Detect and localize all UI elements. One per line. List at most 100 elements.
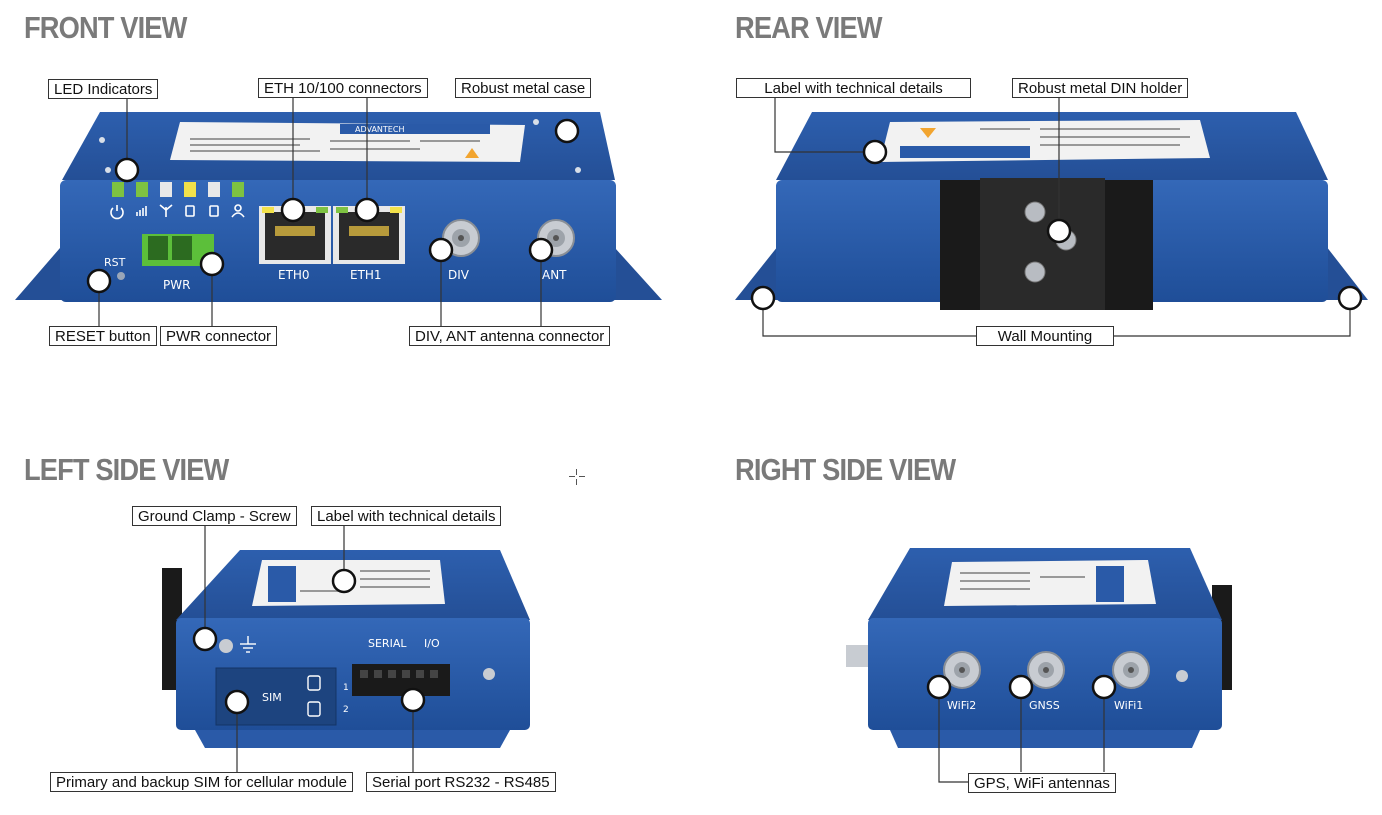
rear-markers: [750, 139, 1363, 311]
pwr-pin-1: [148, 236, 168, 260]
din-rail-left: [940, 180, 980, 310]
right-ground-stub: [846, 645, 868, 667]
sim1-icon: [185, 205, 195, 217]
eth1-marker: [354, 197, 380, 223]
eth1-label: ETH1: [350, 268, 382, 282]
wall-left-marker: [750, 285, 776, 311]
led-4: [184, 182, 196, 197]
led-row: [112, 182, 244, 197]
crosshair-cursor-icon: [569, 469, 585, 485]
wifi2-connector: [943, 651, 981, 689]
wifi2-marker: [926, 674, 952, 700]
pwr-label: PWR: [163, 278, 190, 292]
callout-reset-button: RESET button: [49, 326, 157, 346]
led-5: [208, 182, 220, 197]
div-marker: [428, 237, 454, 263]
sim2-slot-icon: [307, 701, 321, 717]
brand-text: ADVANTECH: [355, 125, 404, 134]
right-bottom-flange: [890, 730, 1200, 748]
right-top-label: [944, 560, 1156, 606]
rear-label-marker: [862, 139, 888, 165]
sim2-icon: [209, 205, 219, 217]
left-bottom-flange: [195, 730, 510, 748]
callout-robust-case: Robust metal case: [455, 78, 592, 98]
callout-eth-connectors: ETH 10/100 connectors: [258, 78, 428, 98]
left-label-lines: [300, 570, 430, 592]
div-label: DIV: [448, 268, 470, 282]
rear-device: [735, 112, 1368, 310]
right-label-lines: [960, 572, 1085, 590]
sim1-slot-icon: [307, 675, 321, 691]
front-view-title: FRONT VIEW: [24, 10, 187, 45]
left-markers: [192, 568, 426, 715]
slot-2-label: 2: [343, 705, 349, 715]
wifi2-label: WiFi2: [947, 699, 976, 712]
callout-rear-label: Label with technical details: [736, 78, 971, 98]
ground-marker: [192, 626, 218, 652]
ground-screw: [219, 639, 233, 653]
callout-serial-port: Serial port RS232 - RS485: [366, 772, 556, 792]
signal-icon: [136, 206, 147, 216]
left-brand-strip: [268, 566, 296, 602]
wifi1-label: WiFi1: [1114, 699, 1143, 712]
power-icon: [110, 207, 124, 220]
left-screw: [483, 668, 495, 680]
eth0-marker: [280, 197, 306, 223]
din-marker: [1046, 218, 1072, 244]
rear-view-title: REAR VIEW: [735, 10, 883, 45]
front-markers: [86, 118, 580, 294]
right-leader-lines: [938, 688, 1105, 783]
right-side-view-title: RIGHT SIDE VIEW: [735, 452, 956, 487]
callout-wall-mounting: Wall Mounting: [976, 326, 1114, 346]
reset-hole: [117, 272, 125, 280]
din-rail-right: [1105, 180, 1153, 310]
ant-label: ANT: [542, 268, 567, 282]
serial-pins: [360, 670, 438, 678]
wifi1-marker: [1091, 674, 1117, 700]
rear-warning-icon: [920, 128, 936, 138]
right-side-device: WiFi2 GNSS WiFi1: [846, 548, 1232, 748]
case-marker: [554, 118, 580, 144]
serial-port: [352, 664, 450, 696]
reset-marker: [86, 268, 112, 294]
wifi1-connector: [1112, 651, 1150, 689]
ground-icon: [240, 636, 256, 653]
rear-left-flange: [735, 246, 788, 300]
rear-leader-lines: [762, 98, 1351, 337]
gnss-marker: [1008, 674, 1034, 700]
led-3: [160, 182, 172, 197]
screw-holes: [99, 119, 581, 173]
left-flange: [15, 248, 70, 300]
callout-gps-wifi: GPS, WiFi antennas: [968, 773, 1116, 793]
led-marker: [114, 157, 140, 183]
left-side-view-title: LEFT SIDE VIEW: [24, 452, 229, 487]
rst-label: RST: [104, 256, 126, 269]
led-1: [112, 182, 124, 197]
led-6: [232, 182, 244, 197]
ant-marker: [528, 237, 554, 263]
rear-brand-strip: [900, 146, 1030, 158]
rear-label-lines: [980, 128, 1190, 146]
callout-ground-clamp: Ground Clamp - Screw: [132, 506, 297, 526]
pwr-marker: [199, 251, 225, 277]
gnss-connector: [1027, 651, 1065, 689]
slot-1-label: 1: [343, 683, 349, 693]
user-icon: [231, 204, 245, 218]
right-brand-strip: [1096, 566, 1124, 602]
antenna-icon: [159, 204, 173, 217]
label-text-lines: [190, 138, 480, 152]
callout-left-label: Label with technical details: [311, 506, 502, 526]
serial-label: SERIAL: [368, 637, 407, 650]
led-symbols: [110, 204, 245, 220]
io-label: I/O: [424, 637, 440, 650]
right-screw: [1176, 670, 1188, 682]
eth0-label: ETH0: [278, 268, 310, 282]
left-label-marker: [331, 568, 357, 594]
sim-label: SIM: [262, 691, 282, 704]
callout-led-indicators: LED Indicators: [48, 79, 159, 99]
din-holder-plate: [980, 178, 1105, 310]
callout-din-holder: Robust metal DIN holder: [1012, 78, 1189, 98]
led-2: [136, 182, 148, 197]
callout-sim: Primary and backup SIM for cellular modu…: [50, 772, 353, 792]
